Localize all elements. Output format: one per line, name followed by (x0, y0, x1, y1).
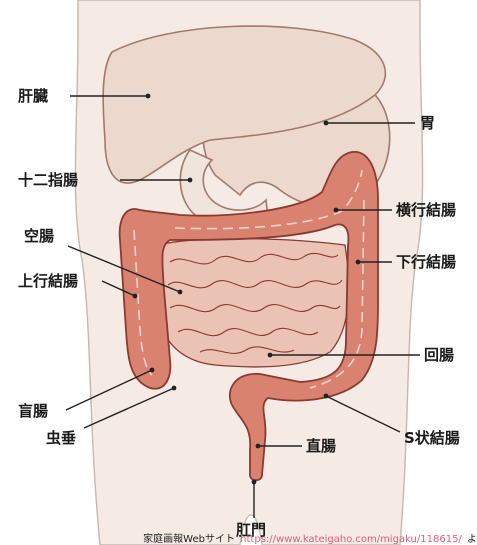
label-appendix: 虫垂 (46, 429, 76, 447)
label-duodenum: 十二指腸 (18, 171, 78, 189)
credit-suffix: よ (467, 530, 477, 545)
label-sigmoid-colon: S状結腸 (404, 429, 460, 447)
image-credit: 家庭画報Webサイト https://www.kateigaho.com/mig… (0, 530, 477, 545)
label-jejunum: 空腸 (24, 227, 54, 245)
label-stomach: 胃 (420, 114, 435, 132)
credit-link[interactable]: https://www.kateigaho.com/migaku/118615/ (240, 534, 462, 545)
label-transverse-colon: 横行結腸 (396, 201, 456, 219)
credit-prefix: 家庭画報Webサイト (143, 530, 235, 545)
label-cecum: 盲腸 (18, 402, 48, 420)
label-descending-colon: 下行結腸 (396, 253, 456, 271)
label-ascending-colon: 上行結腸 (18, 272, 78, 290)
label-rectum: 直腸 (306, 437, 336, 455)
label-ileum: 回腸 (424, 346, 454, 364)
label-liver: 肝臓 (18, 87, 48, 105)
